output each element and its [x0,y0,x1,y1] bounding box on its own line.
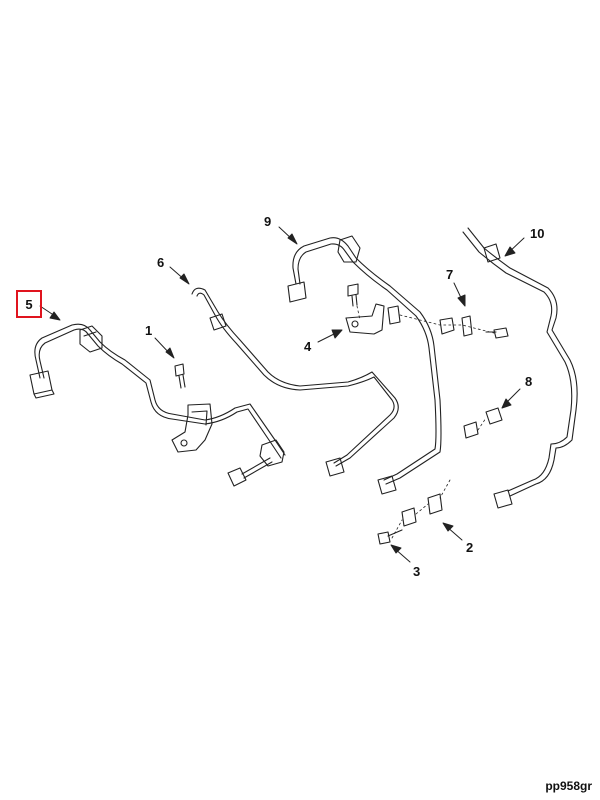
fuel-line-9 [287,235,442,495]
callout-7-label: 7 [446,267,454,282]
bolt-4 [347,283,359,307]
callout-6-label: 6 [157,255,165,270]
callout-2-label: 2 [466,540,474,555]
callout-4-label: 4 [304,339,312,354]
callout-5-highlight-box: 5 [16,290,42,318]
callout-8-label: 8 [525,374,533,389]
callout-9-label: 9 [264,214,272,229]
leader-arrows [39,226,525,563]
bolt-1 [174,363,186,389]
clamp-2 [401,493,443,527]
fuel-line-6 [191,287,399,477]
drawing-code: pp958gr [545,779,592,793]
clamp-8 [463,407,503,439]
callout-10-label: 10 [530,226,545,241]
bolt-3 [377,529,403,545]
clamp-7 [439,315,509,339]
callout-3-label: 3 [413,564,421,579]
callout-5-label: 5 [25,296,33,312]
callout-1-label: 1 [145,323,153,338]
fuel-line-10 [462,227,578,509]
bracket-4 [345,303,401,335]
assembly-lines [356,305,495,539]
fuel-line-5 [29,323,286,487]
